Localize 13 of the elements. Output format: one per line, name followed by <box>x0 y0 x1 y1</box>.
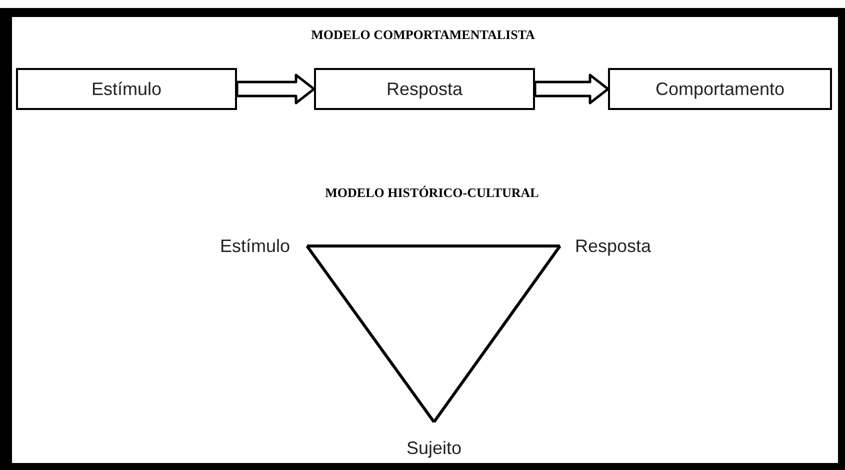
process-box: Resposta <box>314 68 535 110</box>
block-arrow <box>236 74 316 104</box>
process-box: Comportamento <box>608 68 832 110</box>
triangle-side <box>307 244 560 248</box>
triangle-side <box>306 245 436 423</box>
block-arrow <box>534 74 610 104</box>
node-label: Sujeito <box>399 422 469 462</box>
node-label: Resposta <box>560 232 670 260</box>
section-heading: MODELO COMPORTAMENTALISTA <box>311 27 535 43</box>
node-label: Estímulo <box>200 232 307 260</box>
process-box: Estímulo <box>16 68 237 110</box>
section-heading: MODELO HISTÓRICO-CULTURAL <box>325 185 539 201</box>
triangle-side <box>432 245 562 423</box>
